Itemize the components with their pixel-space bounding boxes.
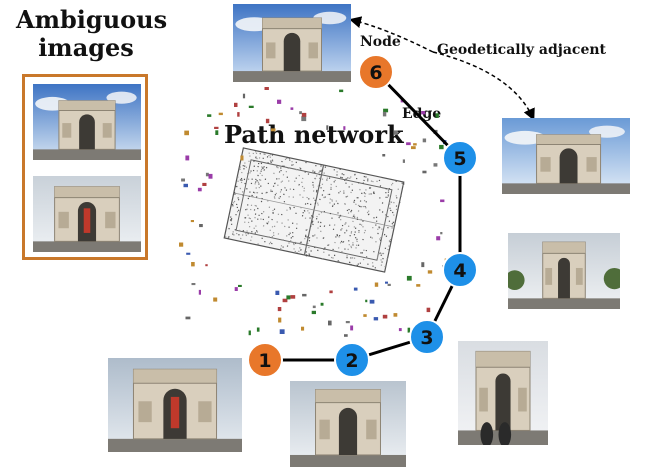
node-2: 2 bbox=[334, 342, 370, 378]
path-network-title: Path network bbox=[224, 120, 404, 149]
node-circle bbox=[409, 319, 445, 355]
node-number: 6 bbox=[369, 62, 382, 84]
photo-node-4 bbox=[508, 233, 620, 309]
photo-node-6 bbox=[233, 4, 351, 82]
geodetic-arrow-up bbox=[349, 16, 434, 53]
node-circle bbox=[442, 140, 478, 176]
photo-node-5 bbox=[502, 118, 630, 194]
node-6: 6 bbox=[358, 54, 394, 90]
node-1: 1 bbox=[247, 342, 283, 378]
node-number: 1 bbox=[258, 350, 271, 372]
photo-node-3 bbox=[458, 341, 548, 445]
arc-de-triomphe-icon bbox=[108, 358, 242, 452]
photo-node-2 bbox=[290, 381, 406, 467]
node-circle bbox=[442, 252, 478, 288]
photo-ambiguous-2 bbox=[33, 176, 141, 252]
node-circle bbox=[247, 342, 283, 378]
node-number: 2 bbox=[345, 350, 358, 372]
photo-node-1 bbox=[108, 358, 242, 452]
edges bbox=[265, 70, 462, 362]
geodetic-arrow-down bbox=[432, 51, 535, 121]
photo-ambiguous-1 bbox=[33, 84, 141, 160]
node-circle bbox=[358, 54, 394, 90]
arc-de-triomphe-icon bbox=[508, 233, 620, 309]
node-label: Node bbox=[360, 34, 401, 50]
arc-de-triomphe-icon bbox=[33, 176, 141, 252]
arc-de-triomphe-icon bbox=[458, 341, 548, 445]
ambiguous-images-title: Ambiguous images bbox=[16, 5, 168, 62]
node-5: 5 bbox=[442, 140, 478, 176]
arc-de-triomphe-icon bbox=[502, 118, 630, 194]
nodes: 1 2 3 4 5 6 bbox=[247, 54, 478, 378]
ambiguous-images-box bbox=[22, 74, 148, 260]
arc-de-triomphe-icon bbox=[33, 84, 141, 160]
arc-de-triomphe-icon bbox=[233, 4, 351, 82]
arc-de-triomphe-icon bbox=[290, 381, 406, 467]
node-number: 4 bbox=[453, 260, 466, 282]
node-3: 3 bbox=[409, 319, 445, 355]
edge-5-6 bbox=[374, 70, 462, 160]
node-circle bbox=[334, 342, 370, 378]
geodetically-adjacent-label: Geodetically adjacent bbox=[437, 42, 606, 58]
node-number: 5 bbox=[453, 148, 466, 170]
node-4: 4 bbox=[442, 252, 478, 288]
node-number: 3 bbox=[420, 327, 433, 349]
